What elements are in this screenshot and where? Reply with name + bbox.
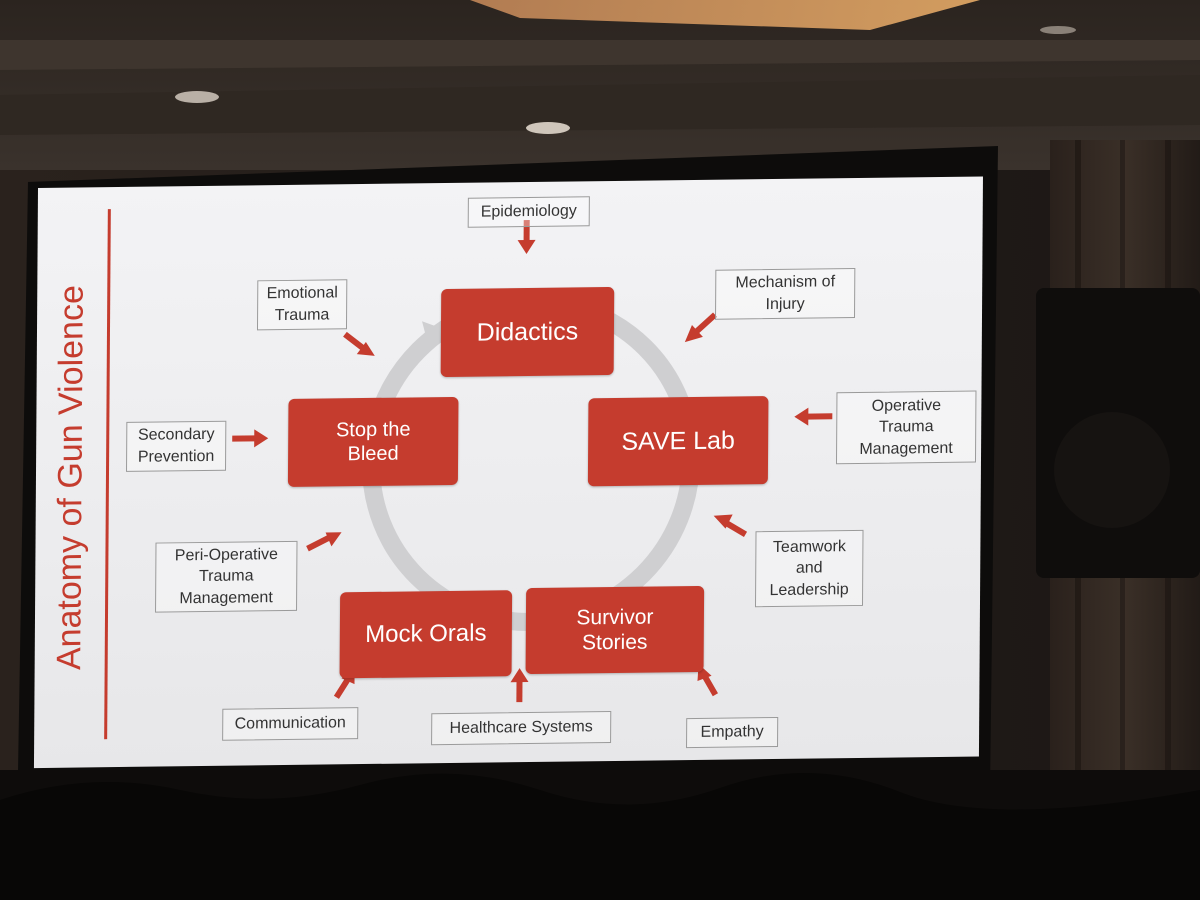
- cycle-diagram: [232, 219, 833, 703]
- arrow-up-left-icon: [713, 514, 748, 537]
- mock-orals-box: Mock Orals: [339, 590, 513, 679]
- didactics-label: Didactics: [476, 316, 579, 347]
- emotional-trauma-label: Emotional Trauma: [256, 279, 348, 331]
- save-lab-box: SAVE Lab: [587, 396, 769, 487]
- arrow-down-right-icon: [343, 331, 375, 356]
- arrow-down-left-icon: [684, 312, 718, 343]
- stop-the-bleed-box: Stop the Bleed: [287, 396, 459, 487]
- communication-label: Communication: [222, 707, 359, 741]
- stop-the-bleed-label: Stop the Bleed: [335, 418, 411, 466]
- mechanism-of-injury-label: Mechanism of Injury: [715, 268, 856, 320]
- arrow-up-right-icon: [306, 532, 342, 552]
- arrow-right-icon: [232, 429, 269, 448]
- epidemiology-text: Epidemiology: [480, 202, 577, 221]
- teamwork-and-leadership-label: Teamwork and Leadership: [754, 529, 864, 608]
- arrow-down-icon: [517, 219, 536, 255]
- operative-trauma-management-text: Operative Trauma Management: [859, 396, 953, 458]
- arrow-left-icon: [794, 407, 833, 426]
- peri-operative-trauma-management-label: Peri-Operative Trauma Management: [155, 540, 298, 613]
- emotional-trauma-text: Emotional Trauma: [266, 284, 338, 325]
- survivor-stories-box: Survivor Stories: [525, 585, 705, 675]
- epidemiology-label: Epidemiology: [467, 196, 590, 228]
- arrow-up-icon: [510, 668, 529, 703]
- operative-trauma-management-label: Operative Trauma Management: [835, 390, 977, 465]
- ceiling-light-icon: [175, 91, 219, 103]
- mechanism-of-injury-text: Mechanism of Injury: [735, 273, 836, 314]
- ceiling-light-icon: [1040, 26, 1076, 34]
- secondary-prevention-text: Secondary Prevention: [137, 426, 215, 466]
- survivor-stories-label: Survivor Stories: [576, 605, 654, 655]
- ceiling-light-icon: [526, 122, 570, 134]
- didactics-box: Didactics: [440, 286, 615, 378]
- healthcare-systems-label: Healthcare Systems: [431, 711, 612, 746]
- healthcare-systems-text: Healthcare Systems: [449, 718, 593, 738]
- empathy-text: Empathy: [700, 723, 764, 742]
- secondary-prevention-label: Secondary Prevention: [126, 420, 227, 472]
- communication-text: Communication: [234, 714, 346, 733]
- peri-operative-trauma-management-text: Peri-Operative Trauma Management: [174, 545, 279, 608]
- empathy-label: Empathy: [686, 716, 779, 749]
- teamwork-and-leadership-text: Teamwork and Leadership: [769, 537, 849, 599]
- slide: Anatomy of Gun Violence: [33, 176, 983, 769]
- mock-orals-label: Mock Orals: [365, 619, 487, 649]
- save-lab-label: SAVE Lab: [621, 425, 736, 456]
